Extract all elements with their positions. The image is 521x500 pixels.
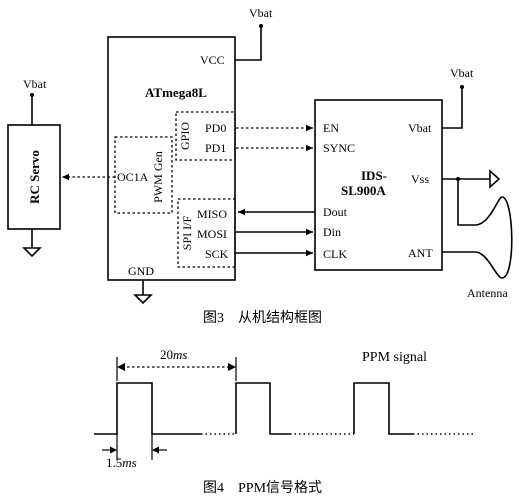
ids-ground-icon	[489, 169, 501, 189]
antenna-label: Antenna	[467, 286, 508, 300]
pwm-gen-group	[114, 136, 173, 214]
pin-vbat: Vbat	[408, 121, 432, 135]
ppm-pulse-1	[94, 382, 201, 435]
width-unit: ms	[122, 455, 136, 470]
pin-sync: SYNC	[323, 141, 355, 155]
mcu-vcc-label: VCC	[200, 53, 225, 67]
pin-en: EN	[323, 121, 339, 135]
mcu-title: ATmega8L	[145, 85, 207, 100]
width-label: 1.5ms	[106, 455, 137, 470]
period-label: 20ms	[160, 347, 187, 362]
pin-vss: Vss	[411, 172, 429, 186]
gpio-group	[175, 111, 236, 161]
ids-vbat-label: Vbat	[450, 66, 474, 80]
figure4-caption: 图4 PPM信号格式	[203, 480, 322, 496]
pin-oc1a: OC1A	[117, 170, 149, 184]
mcu-gnd-label: GND	[128, 264, 154, 278]
pin-mosi: MOSI	[197, 227, 227, 241]
pin-miso: MISO	[197, 207, 227, 221]
pin-din: Din	[323, 225, 341, 239]
block-diagram: Vbat RC Servo ATmega8L VCC Vbat GND GPIO…	[7, 6, 513, 326]
width-value: 1.5	[106, 455, 122, 470]
ppm-timing-diagram: PPM signal 20ms 1.5ms 图4 PPM信号格式	[94, 347, 474, 496]
figure3-caption: 图3 从机结构框图	[203, 310, 322, 326]
mcu-ground-icon	[133, 294, 153, 305]
pin-pd1: PD1	[205, 141, 226, 155]
ids-power-antenna: Vbat Antenna	[442, 66, 513, 300]
ids-title-line2: SL900A	[341, 183, 386, 198]
gpio-label: GPIO	[178, 122, 192, 150]
period-value: 20	[160, 347, 173, 362]
antenna-lead-upper	[457, 179, 475, 226]
pin-dout: Dout	[323, 205, 348, 219]
rc-servo-block: Vbat RC Servo	[7, 77, 61, 258]
period-unit: ms	[173, 347, 187, 362]
servo-ground-icon	[22, 247, 42, 258]
spi-group	[177, 198, 236, 268]
atmega8l-block: ATmega8L VCC Vbat GND GPIO PD0 PD1 OC1A …	[107, 6, 273, 305]
pin-sck: SCK	[205, 247, 229, 261]
ppm-signal-title: PPM signal	[362, 350, 427, 365]
pin-clk: CLK	[323, 247, 347, 261]
spi-label: SPI I/F	[180, 216, 194, 251]
ids-title-line1: IDS-	[361, 168, 387, 183]
pin-ant: ANT	[408, 246, 433, 260]
pin-pd0: PD0	[205, 121, 226, 135]
rc-servo-label: RC Servo	[27, 150, 42, 204]
antenna-loop-icon	[474, 196, 513, 279]
pwm-gen-label: PWM Gen	[151, 151, 165, 203]
servo-vbat-label: Vbat	[23, 77, 47, 91]
ppm-pulse-2	[235, 382, 290, 435]
ppm-pulse-3	[353, 382, 413, 435]
bus-connections	[236, 124, 315, 257]
ids-sl900a-block: EN SYNC Dout Din CLK Vbat Vss ANT IDS- S…	[314, 99, 443, 271]
mcu-vbat-label: Vbat	[249, 6, 273, 20]
